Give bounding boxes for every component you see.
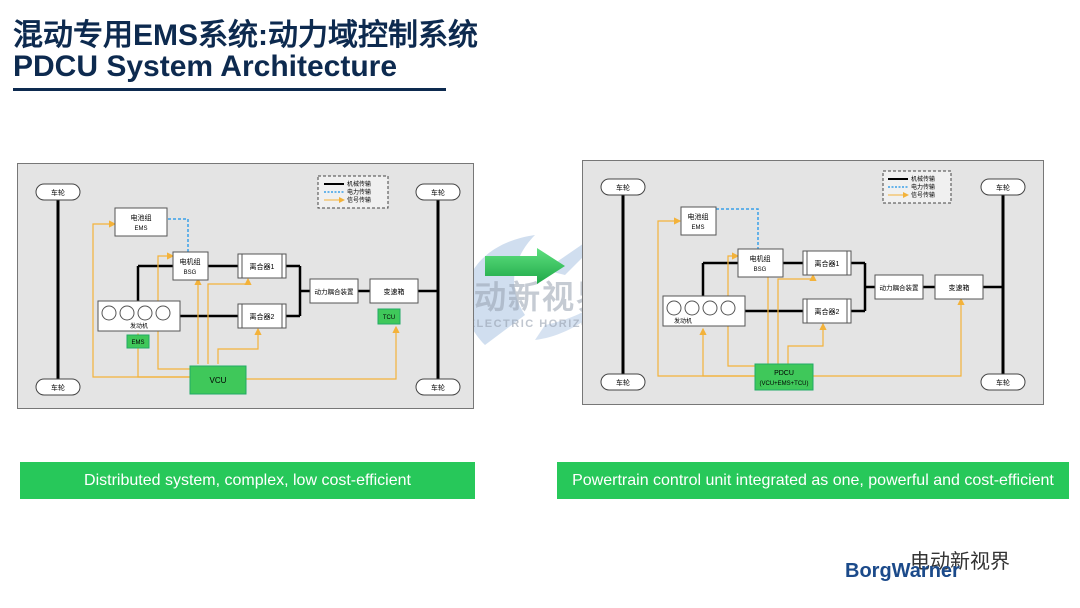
left-caption: Distributed system, complex, low cost-ef… (20, 462, 475, 499)
svg-text:VCU: VCU (210, 376, 227, 385)
svg-text:电池组: 电池组 (131, 213, 152, 222)
right-caption: Powertrain control unit integrated as on… (557, 462, 1069, 499)
wheel-top-left: 车轮 (600, 178, 646, 196)
svg-text:信号传输: 信号传输 (911, 191, 935, 199)
svg-text:EMS: EMS (131, 340, 144, 346)
wheel-bottom-left: 车轮 (35, 378, 81, 396)
power-coupler-box: 动力耦合装置 (309, 278, 359, 304)
svg-text:变速箱: 变速箱 (949, 283, 970, 292)
clutch-1-box: 离合器1 (237, 253, 287, 279)
left-architecture-diagram: 机械传输 电力传输 信号传输 车轮 车轮 车轮 车轮 电池组 EMS 电机组 BSG (17, 163, 474, 409)
gearbox-box: 变速箱 (934, 274, 984, 300)
motor-bsg-box: 电机组 BSG (737, 248, 784, 278)
svg-text:BSG: BSG (754, 267, 767, 273)
wheel-bottom-right: 车轮 (415, 378, 461, 396)
pdcu-box: PDCU (VCU+EMS+TCU) (754, 363, 814, 391)
engine-box: 发动机 (662, 295, 746, 327)
battery-ems-box: 电池组 EMS (114, 207, 168, 237)
svg-text:车轮: 车轮 (431, 383, 445, 392)
footer-brand-text: 电动新视界 (910, 549, 1010, 573)
svg-text:离合器2: 离合器2 (815, 307, 840, 316)
svg-text:动力耦合装置: 动力耦合装置 (880, 283, 920, 292)
right-architecture-diagram: 机械传输 电力传输 信号传输 车轮 车轮 车轮 车轮 电池组 EMS 电机组 BSG… (582, 160, 1044, 405)
motor-bsg-box: 电机组 BSG (172, 251, 209, 281)
power-coupler-box: 动力耦合装置 (874, 274, 924, 300)
clutch-1-box: 离合器1 (802, 250, 852, 276)
svg-text:动力耦合装置: 动力耦合装置 (315, 287, 355, 296)
svg-text:车轮: 车轮 (431, 188, 445, 197)
svg-text:变速箱: 变速箱 (384, 287, 405, 296)
transition-arrow-icon (485, 248, 565, 284)
svg-text:信号传输: 信号传输 (347, 196, 371, 204)
legend: 机械传输 电力传输 信号传输 (317, 175, 389, 209)
svg-text:BSG: BSG (184, 270, 197, 276)
wheel-top-right: 车轮 (415, 183, 461, 201)
watermark-subtext: NEW ELECTRIC HORIZON (433, 318, 601, 330)
clutch-2-box: 离合器2 (237, 303, 287, 329)
svg-text:车轮: 车轮 (996, 378, 1010, 387)
tcu-box: TCU (377, 308, 401, 325)
gearbox-box: 变速箱 (369, 278, 419, 304)
svg-text:车轮: 车轮 (616, 378, 630, 387)
svg-text:TCU: TCU (383, 315, 395, 321)
svg-text:EMS: EMS (691, 225, 704, 231)
svg-text:电力传输: 电力传输 (347, 188, 371, 196)
page-subtitle: PDCU System Architecture (13, 50, 398, 83)
wheel-bottom-left: 车轮 (600, 373, 646, 391)
battery-ems-box: 电池组 EMS (680, 206, 717, 236)
legend: 机械传输 电力传输 信号传输 (882, 170, 952, 204)
engine-box: 发动机 (97, 300, 181, 332)
subtitle-underline (13, 88, 446, 91)
svg-text:机械传输: 机械传输 (347, 180, 371, 188)
svg-text:发动机: 发动机 (130, 322, 148, 330)
svg-text:EMS: EMS (134, 226, 147, 232)
vcu-box: VCU (189, 365, 247, 395)
wheel-top-left: 车轮 (35, 183, 81, 201)
svg-text:电力传输: 电力传输 (911, 183, 935, 191)
svg-text:电池组: 电池组 (688, 212, 709, 221)
svg-text:车轮: 车轮 (996, 183, 1010, 192)
svg-text:PDCU: PDCU (774, 370, 794, 377)
page-title: 混动专用EMS系统:动力域控制系统 (13, 19, 478, 52)
svg-text:机械传输: 机械传输 (911, 175, 935, 183)
svg-text:离合器1: 离合器1 (815, 259, 840, 268)
svg-text:电机组: 电机组 (180, 257, 201, 266)
svg-text:(VCU+EMS+TCU): (VCU+EMS+TCU) (759, 381, 808, 387)
wheel-bottom-right: 车轮 (980, 373, 1026, 391)
borgwarner-logo: BorgWarner (845, 560, 960, 582)
svg-text:电机组: 电机组 (750, 254, 771, 263)
svg-text:发动机: 发动机 (674, 317, 692, 325)
svg-text:车轮: 车轮 (51, 188, 65, 197)
svg-text:离合器2: 离合器2 (250, 312, 275, 321)
clutch-2-box: 离合器2 (802, 298, 852, 324)
ems-box: EMS (126, 334, 150, 349)
wheel-top-right: 车轮 (980, 178, 1026, 196)
svg-text:车轮: 车轮 (51, 383, 65, 392)
svg-text:离合器1: 离合器1 (250, 262, 275, 271)
svg-text:车轮: 车轮 (616, 183, 630, 192)
